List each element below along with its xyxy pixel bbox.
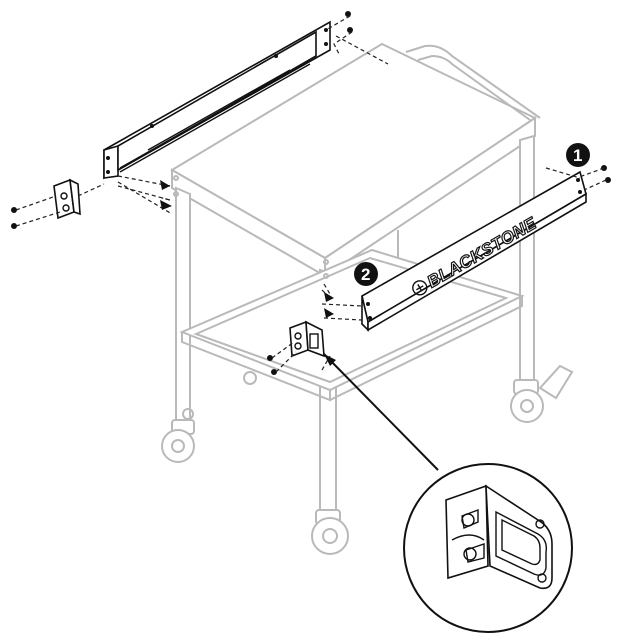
left-bracket xyxy=(53,178,81,220)
caster-front-left xyxy=(161,408,195,463)
step-marker-1: 1 xyxy=(566,143,590,167)
screws xyxy=(11,11,611,375)
zoomed-bracket xyxy=(445,484,553,590)
center-bracket xyxy=(289,320,325,358)
step-2-label: 2 xyxy=(361,265,370,284)
caster-front-right xyxy=(311,509,349,555)
caster-back-right xyxy=(510,364,574,423)
left-side-rail xyxy=(103,20,331,180)
step-1-label: 1 xyxy=(573,146,582,165)
arrowheads xyxy=(160,180,334,318)
step-marker-2: 2 xyxy=(354,262,378,286)
detail-callout xyxy=(323,353,573,633)
